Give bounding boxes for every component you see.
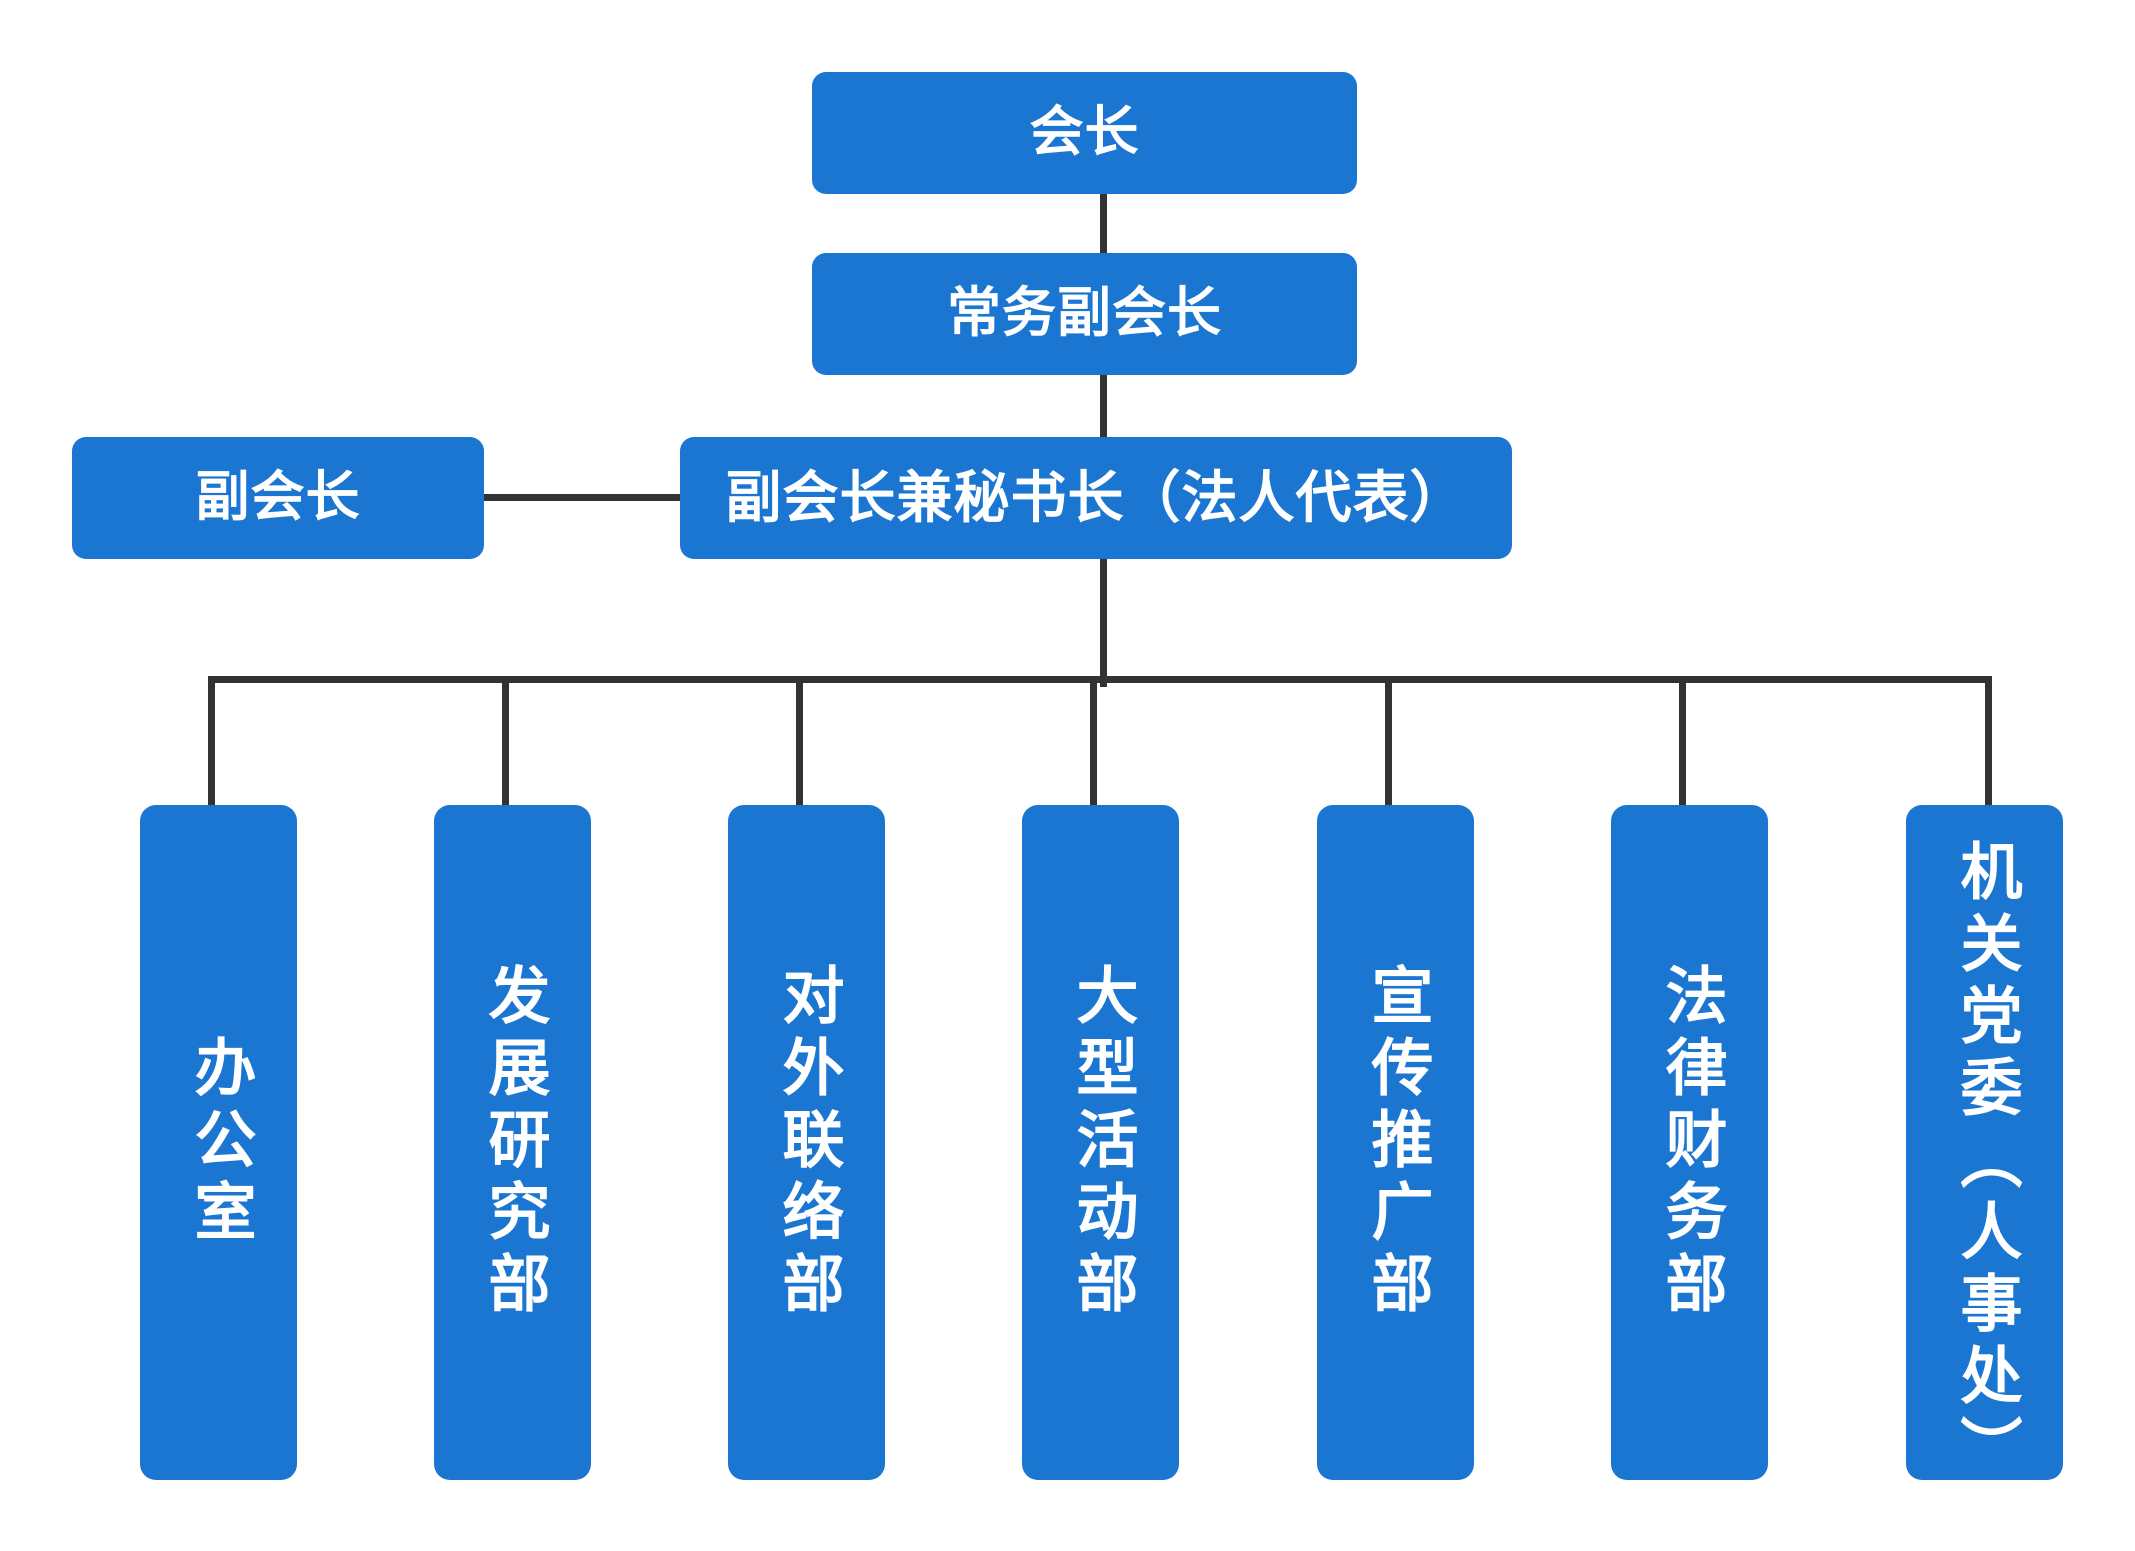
node-president-label: 会长: [1029, 102, 1140, 163]
node-department-publicity-promotion-label: 宣传推广部: [1361, 962, 1431, 1323]
node-vice-president-secretary-general[interactable]: 副会长兼秘书长（法人代表）: [680, 437, 1512, 559]
connector-drop-department-0: [208, 676, 215, 808]
connector-drop-department-5: [1679, 676, 1686, 808]
node-department-large-events-label: 大型活动部: [1066, 962, 1136, 1323]
node-department-development-research-label: 发展研究部: [478, 962, 548, 1323]
connector-drop-department-3: [1090, 676, 1097, 808]
node-president[interactable]: 会长: [812, 72, 1357, 194]
node-department-legal-finance-label: 法律财务部: [1655, 962, 1725, 1323]
node-department-office-label: 办公室: [184, 1034, 254, 1251]
department-distribution-bus: [208, 676, 1992, 683]
node-exec-vice-president[interactable]: 常务副会长: [812, 253, 1357, 375]
node-department-development-research[interactable]: 发展研究部: [434, 805, 591, 1480]
node-department-external-liaison[interactable]: 对外联络部: [728, 805, 885, 1480]
node-department-legal-finance[interactable]: 法律财务部: [1611, 805, 1768, 1480]
connector-drop-department-6: [1985, 676, 1992, 808]
node-department-large-events[interactable]: 大型活动部: [1022, 805, 1179, 1480]
connector-vice-president-secretary-general-to-department-bus: [1100, 557, 1107, 687]
connector-drop-department-4: [1385, 676, 1392, 808]
connector-vice-president-to-vice-president-secretary-general: [482, 494, 682, 501]
node-vice-president-secretary-general-label: 副会长兼秘书长（法人代表）: [725, 465, 1467, 529]
node-department-office[interactable]: 办公室: [140, 805, 297, 1480]
node-department-publicity-promotion[interactable]: 宣传推广部: [1317, 805, 1474, 1480]
node-department-party-committee-hr-label: 机关党委（人事处）: [1950, 839, 2020, 1487]
node-department-party-committee-hr[interactable]: 机关党委（人事处）: [1906, 805, 2063, 1487]
connector-drop-department-2: [796, 676, 803, 808]
connector-exec-vice-president-to-vice-president-secretary-general: [1100, 373, 1107, 439]
connector-president-to-exec-vice-president: [1100, 191, 1107, 255]
node-vice-president-label: 副会长: [195, 467, 361, 528]
node-department-external-liaison-label: 对外联络部: [772, 962, 842, 1323]
connector-drop-department-1: [502, 676, 509, 808]
node-vice-president[interactable]: 副会长: [72, 437, 484, 559]
node-exec-vice-president-label: 常务副会长: [947, 283, 1222, 344]
